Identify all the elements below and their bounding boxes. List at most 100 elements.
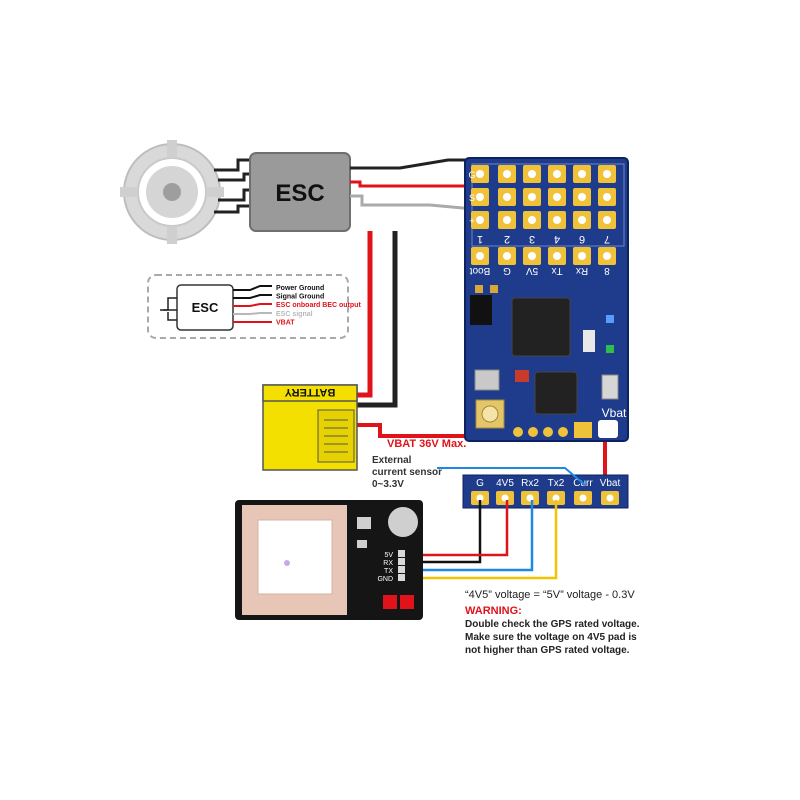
pad	[471, 211, 489, 229]
pad	[601, 491, 619, 505]
legend-esc-label: ESC	[192, 300, 219, 315]
legend-item-label: Signal Ground	[276, 294, 324, 301]
pinout-label: G	[476, 478, 484, 489]
motor-pads	[471, 165, 616, 229]
pad	[548, 247, 566, 265]
vbat-pad-label: Vbat	[602, 406, 627, 420]
gps-pin-pad	[398, 574, 405, 581]
legend-item-label: ESC onboard BEC output	[276, 302, 361, 309]
voltage-formula: “4V5” voltage = “5V” voltage - 0.3V	[465, 589, 635, 601]
pad	[498, 188, 516, 206]
motor-number: 7	[604, 233, 610, 245]
pad	[523, 188, 541, 206]
pad	[523, 165, 541, 183]
esc-label: ESC	[275, 180, 324, 207]
battery: BATTERY	[262, 384, 358, 471]
motor-number: 3	[529, 233, 535, 245]
uart-pad-label: Boot	[469, 265, 490, 276]
warning-line: not higher than GPS rated voltage.	[465, 645, 630, 656]
pad	[471, 247, 489, 265]
current-sensor-line: 0~3.3V	[372, 479, 404, 490]
pad	[573, 188, 591, 206]
gps-wires	[405, 500, 558, 580]
warning-lines: Double check the GPS rated voltage. Make …	[465, 619, 640, 656]
motor-number: 1	[477, 233, 483, 245]
legend-item-label: VBAT	[276, 319, 295, 326]
pad	[547, 491, 565, 505]
warning-title: WARNING:	[465, 605, 522, 617]
pad	[523, 211, 541, 229]
pad	[598, 188, 616, 206]
uart-pad-labels: Boot G 5V Tx Rx 8	[469, 265, 609, 276]
vbat-max-note: VBAT 36V Max.	[387, 438, 466, 450]
uart-pad-label: 8	[604, 265, 610, 276]
pinout-label: Rx2	[521, 478, 539, 489]
motor-icon	[120, 140, 224, 244]
pad	[498, 211, 516, 229]
warning-line: Make sure the voltage on 4V5 pad is	[465, 632, 637, 643]
pad	[498, 165, 516, 183]
pad	[573, 165, 591, 183]
current-sensor-line: current sensor	[372, 467, 442, 478]
side-row-label: G	[468, 170, 475, 180]
gps-pin-label: 5V	[384, 552, 393, 559]
pinout-label: Vbat	[600, 478, 621, 489]
pad	[548, 165, 566, 183]
side-row-label: +	[469, 216, 474, 226]
uart-pad-label: Tx	[551, 265, 562, 276]
battery-label: BATTERY	[284, 386, 335, 398]
pinout-pads	[471, 491, 619, 505]
esc-module: ESC	[249, 152, 351, 232]
pad	[496, 491, 514, 505]
gps-pin-pad	[398, 550, 405, 557]
legend-item-label: ESC signal	[276, 311, 313, 318]
pad	[573, 247, 591, 265]
side-row-labels: G S +	[468, 170, 475, 226]
motor-number: 2	[504, 233, 510, 245]
pad	[548, 211, 566, 229]
antenna-connector-icon	[475, 399, 505, 429]
motor-number: 4	[554, 233, 560, 245]
gps-pin-label: GND	[377, 576, 393, 583]
pad	[598, 165, 616, 183]
pad	[471, 491, 489, 505]
current-sensor-wire	[437, 467, 586, 486]
motor-esc-wires	[214, 158, 254, 214]
pad	[598, 211, 616, 229]
pad	[598, 247, 616, 265]
pad	[548, 188, 566, 206]
pad	[521, 491, 539, 505]
flight-controller-board: 1 2 3 4 6 7 Boot G 5V Tx Rx 8 Vbat G S +	[464, 157, 629, 442]
pinout-label: Tx2	[548, 478, 565, 489]
uart-pads	[471, 247, 616, 265]
warning-line: Double check the GPS rated voltage.	[465, 619, 640, 630]
uart-pad-label: Rx	[576, 265, 588, 276]
pinout-label: 4V5	[496, 478, 514, 489]
motor-number: 6	[579, 233, 585, 245]
gps-pin-pad	[398, 566, 405, 573]
pad	[471, 165, 489, 183]
current-sensor-line: External	[372, 455, 412, 466]
uart-pad-label: 5V	[526, 265, 539, 276]
power-wires	[355, 231, 607, 490]
pad	[573, 211, 591, 229]
gps-pin-label: RX	[383, 560, 393, 567]
gps-pin-pad	[398, 558, 405, 565]
motor-numbers: 1 2 3 4 6 7	[477, 233, 610, 245]
pad	[523, 247, 541, 265]
gps-pin-label: TX	[384, 568, 393, 575]
side-row-label: S	[469, 193, 475, 203]
pad	[574, 491, 592, 505]
uart-pad-label: G	[503, 265, 511, 276]
pad	[471, 188, 489, 206]
legend-item-label: Power Ground	[276, 285, 324, 292]
pad	[498, 247, 516, 265]
